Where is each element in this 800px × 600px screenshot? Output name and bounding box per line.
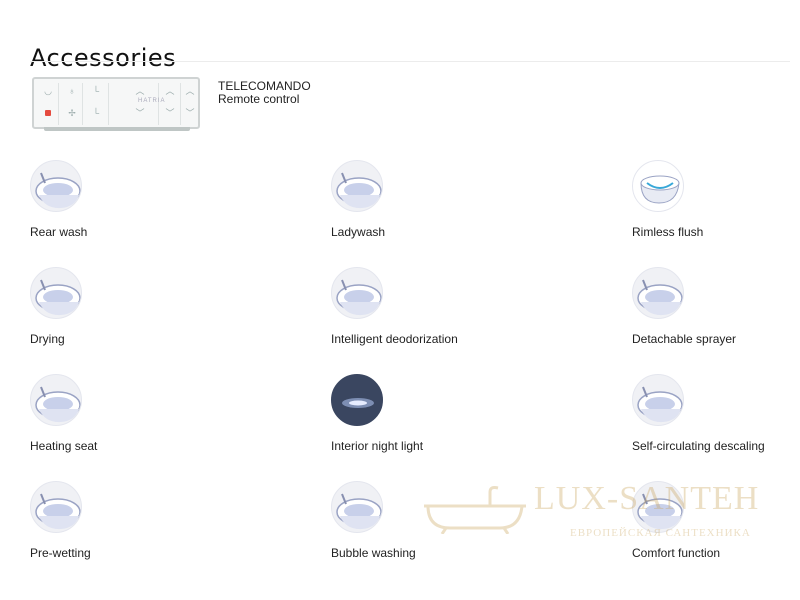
feature-item: Comfort function <box>632 481 800 571</box>
heating-seat-icon <box>30 374 82 426</box>
feature-label: Rear wash <box>30 225 88 239</box>
descaling-icon <box>632 374 684 426</box>
remote-dry-icon: └ <box>92 86 100 96</box>
rimless-flush-icon <box>632 160 684 212</box>
feature-label: Heating seat <box>30 439 98 453</box>
feature-item: Bubble washing <box>331 481 531 571</box>
feature-label: Drying <box>30 332 65 346</box>
feature-label: Intelligent deodorization <box>331 332 458 346</box>
bubble-washing-icon <box>331 481 383 533</box>
feature-item: Intelligent deodorization <box>331 267 531 357</box>
comfort-function-icon <box>632 481 684 533</box>
remote-up-icon: ︿ <box>135 86 145 96</box>
remote-down-icon: ﹀ <box>185 108 195 118</box>
remote-caption: TELECOMANDO Remote control <box>218 80 311 106</box>
feature-item: Ladywash <box>331 160 531 250</box>
deodorization-icon <box>331 267 383 319</box>
remote-down-icon: ﹀ <box>165 108 175 118</box>
feature-item: Drying <box>30 267 230 357</box>
feature-label: Bubble washing <box>331 546 416 560</box>
remote-fan-icon: ✢ <box>68 108 76 118</box>
feature-label: Comfort function <box>632 546 721 560</box>
remote-up-icon: ︿ <box>165 86 175 96</box>
remote-stop-icon <box>45 110 51 116</box>
drying-icon <box>30 267 82 319</box>
feature-item: Rimless flush <box>632 160 800 250</box>
detachable-sprayer-icon <box>632 267 684 319</box>
feature-item: Rear wash <box>30 160 230 250</box>
feature-item: Heating seat <box>30 374 230 464</box>
rear-wash-icon <box>30 160 82 212</box>
remote-down-icon: ﹀ <box>135 108 145 118</box>
feature-item: Self-circulating descaling <box>632 374 800 464</box>
feature-label: Self-circulating descaling <box>632 439 765 453</box>
remote-control-image: ◡ ♁ └ ✢ └ HATRIA ︿ ﹀ ︿ ﹀ ︿ ﹀ <box>32 77 200 129</box>
remote-title: TELECOMANDO <box>218 79 311 93</box>
feature-label: Ladywash <box>331 225 386 239</box>
ladywash-icon <box>331 160 383 212</box>
feature-label: Rimless flush <box>632 225 704 239</box>
remote-subtitle: Remote control <box>218 92 300 106</box>
feature-item: Detachable sprayer <box>632 267 800 357</box>
feature-item: Pre-wetting <box>30 481 230 571</box>
feature-label: Detachable sprayer <box>632 332 737 346</box>
night-light-icon <box>331 374 383 426</box>
remote-brand-logo: HATRIA <box>138 98 166 104</box>
remote-wash-icon: ◡ <box>44 86 52 96</box>
remote-up-icon: ︿ <box>185 86 195 96</box>
feature-label: Interior night light <box>331 439 424 453</box>
remote-lady-icon: ♁ <box>68 86 76 96</box>
feature-item: Interior night light <box>331 374 531 464</box>
title-divider <box>30 61 790 62</box>
pre-wetting-icon <box>30 481 82 533</box>
feature-label: Pre-wetting <box>30 546 91 560</box>
remote-seat-icon: └ <box>92 108 100 118</box>
page-title: Accessories <box>30 44 177 73</box>
